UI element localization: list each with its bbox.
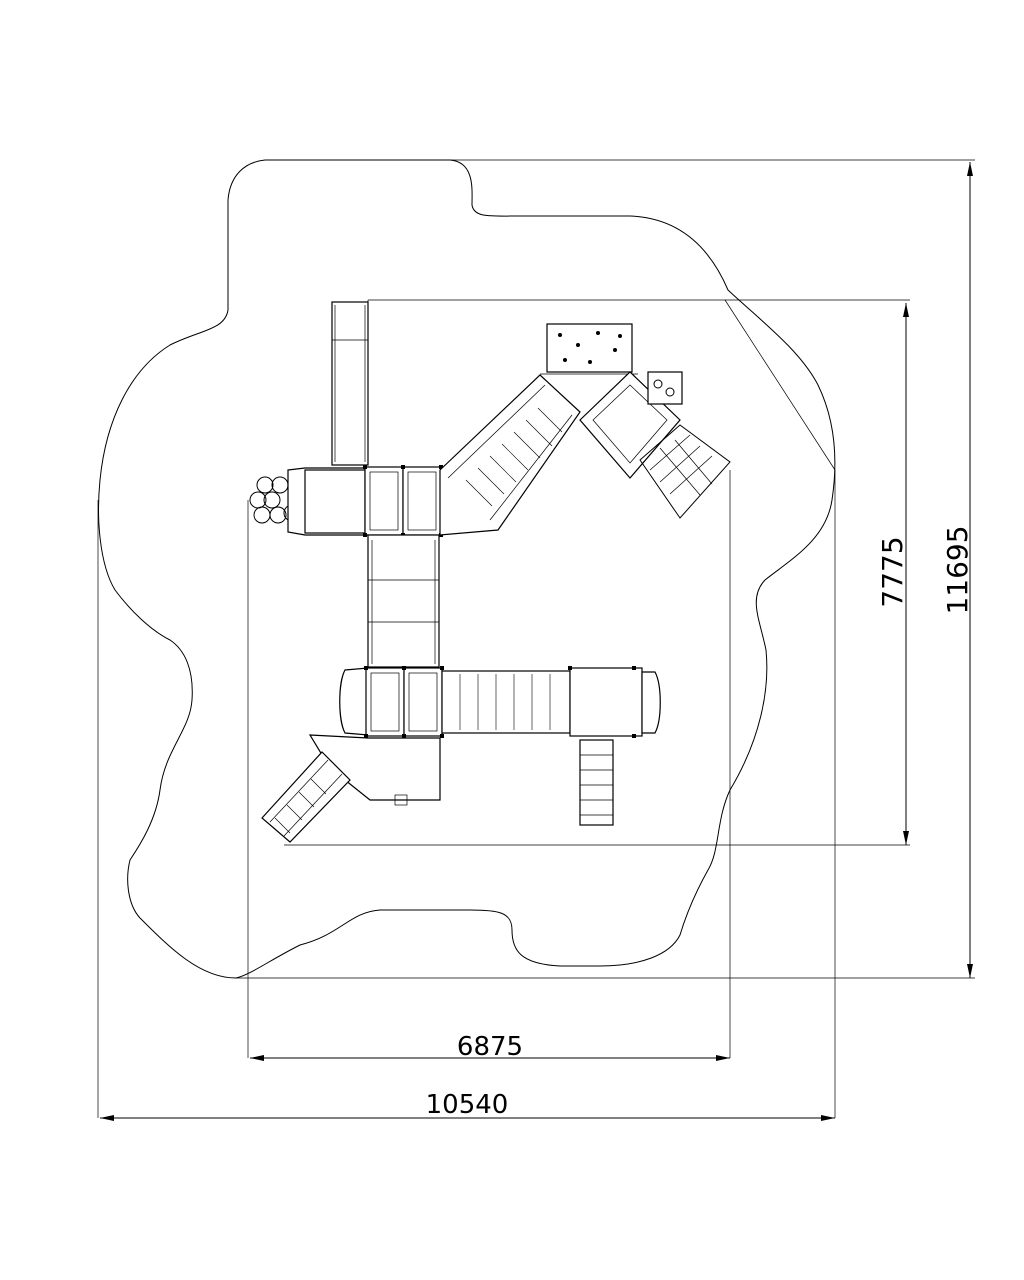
dimension-total-height-label: 11695 <box>941 525 974 614</box>
upper-right-deck <box>579 371 683 479</box>
diagonal-bridge <box>439 374 581 536</box>
lower-horizontal-bridge <box>441 670 571 734</box>
right-end-platform <box>568 666 661 738</box>
dimension-equipment-width: 6875 <box>250 1032 730 1062</box>
safety-zone-outline <box>98 159 836 979</box>
dimension-total-width-label: 10540 <box>426 1090 509 1120</box>
vertical-slide-top <box>331 301 369 466</box>
central-bridge <box>367 534 440 668</box>
lower-stairs <box>579 739 614 826</box>
lower-deck-row <box>339 666 444 738</box>
dimension-equipment-height: 7775 <box>876 303 909 845</box>
net-climber <box>639 424 731 519</box>
upper-deck-row <box>287 465 443 537</box>
dimension-equipment-width-label: 6875 <box>457 1032 523 1062</box>
equipment-boundary <box>97 159 975 1118</box>
climbing-wall <box>540 323 638 375</box>
dimension-total-width: 10540 <box>100 1090 835 1121</box>
dimension-equipment-height-label: 7775 <box>876 536 909 607</box>
play-structure <box>249 301 731 843</box>
diagonal-slide-bottom <box>261 751 351 843</box>
dimension-total-height: 11695 <box>941 162 974 978</box>
